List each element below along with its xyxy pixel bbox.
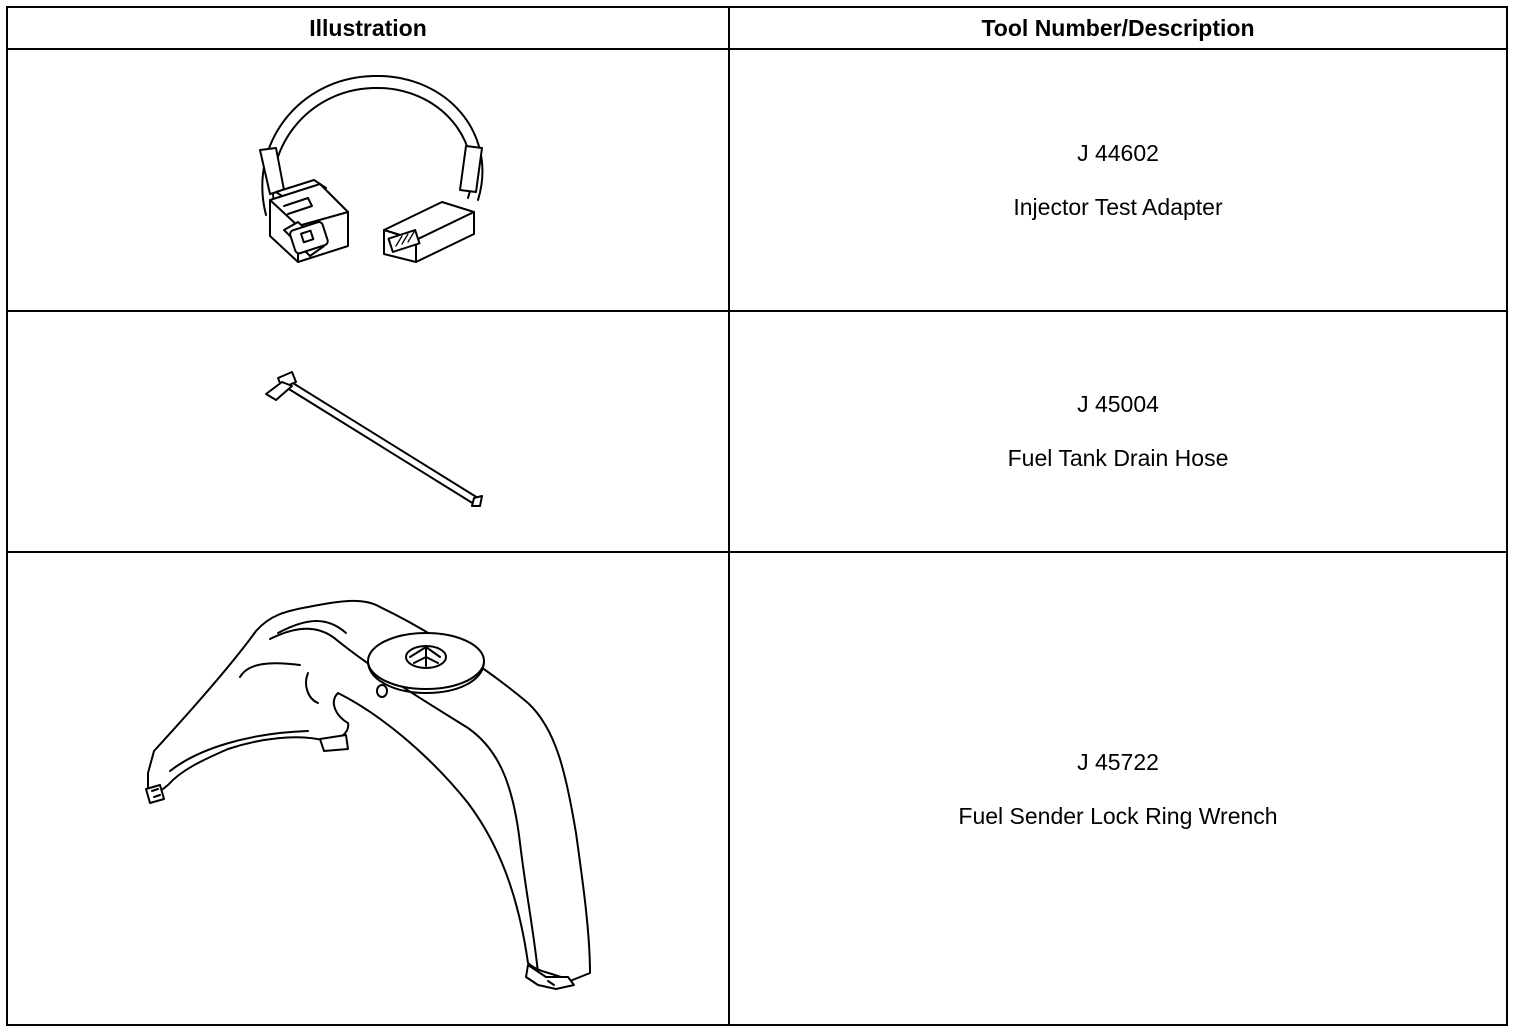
tool-number: J 45722 xyxy=(1077,748,1159,775)
tool-number: J 44602 xyxy=(1077,139,1159,166)
tool-number: J 45004 xyxy=(1077,391,1159,418)
tool-description: Fuel Tank Drain Hose xyxy=(1007,445,1229,472)
special-tools-table: Illustration Tool Number/Description xyxy=(6,6,1508,1026)
tool-description-cell: J 45722 Fuel Sender Lock Ring Wrench xyxy=(728,551,1508,1026)
illustration-cell xyxy=(6,309,730,554)
illustration-cell xyxy=(6,48,730,312)
tool-description-cell: J 44602 Injector Test Adapter xyxy=(728,48,1508,312)
tool-description: Fuel Sender Lock Ring Wrench xyxy=(958,802,1278,829)
tool-description: Injector Test Adapter xyxy=(1013,193,1223,220)
table-row: J 45004 Fuel Tank Drain Hose xyxy=(6,309,1508,554)
header-illustration: Illustration xyxy=(6,6,730,50)
injector-test-adapter-icon xyxy=(259,74,484,263)
header-tool-number-description: Tool Number/Description xyxy=(728,6,1508,50)
lock-ring-wrench-icon xyxy=(145,599,591,991)
fuel-tank-drain-hose-icon xyxy=(265,370,483,507)
table-row: J 44602 Injector Test Adapter xyxy=(6,48,1508,312)
illustration-cell xyxy=(6,551,730,1026)
tool-description-cell: J 45004 Fuel Tank Drain Hose xyxy=(728,309,1508,554)
table-row: J 45722 Fuel Sender Lock Ring Wrench xyxy=(6,551,1508,1026)
table-header-row: Illustration Tool Number/Description xyxy=(6,6,1508,50)
